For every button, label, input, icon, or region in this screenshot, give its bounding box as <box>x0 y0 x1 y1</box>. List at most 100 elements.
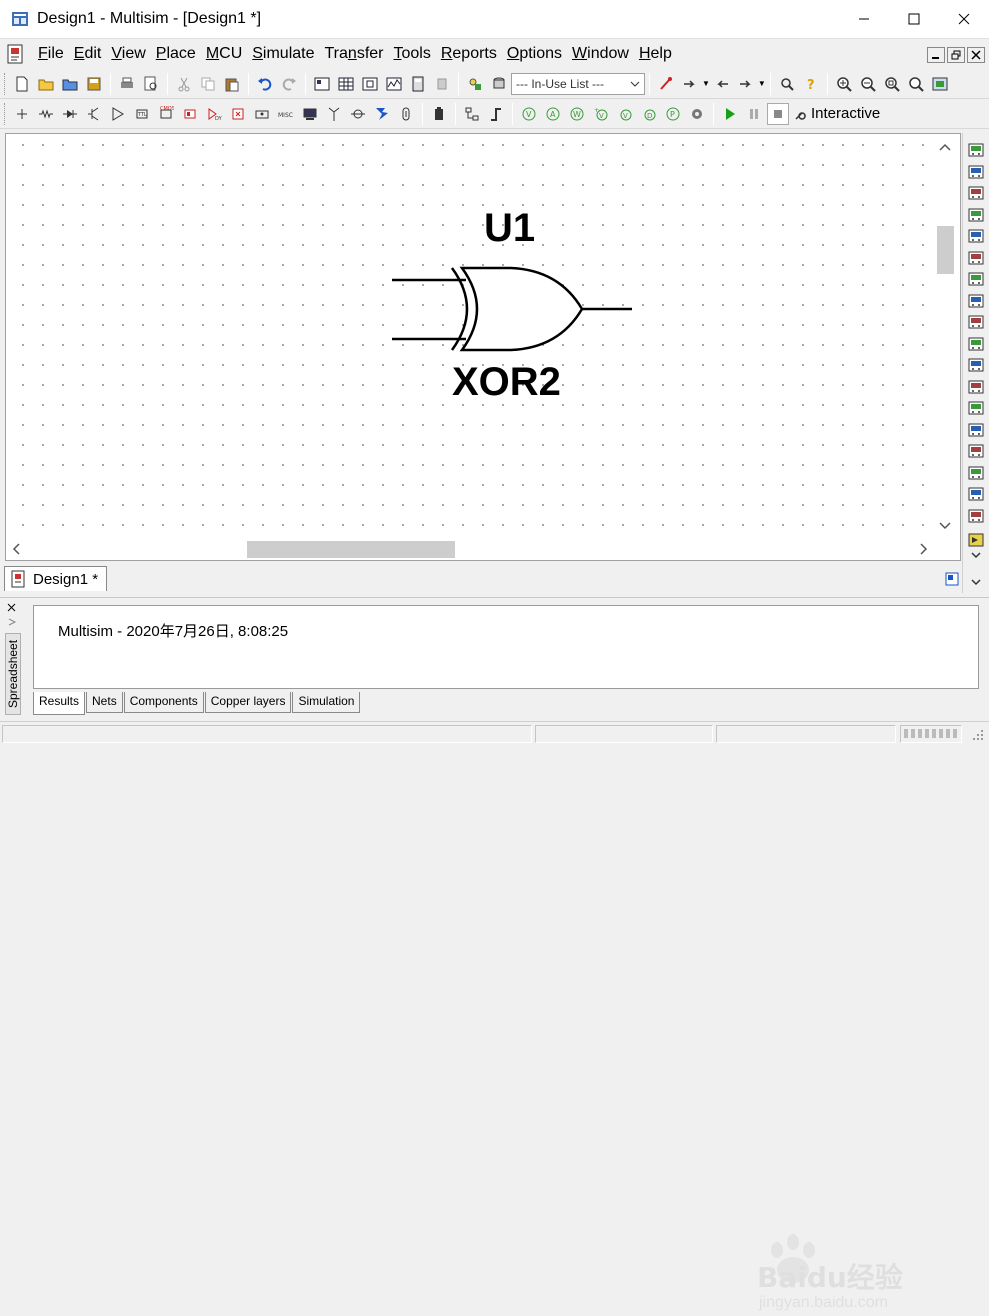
probe-options-button[interactable] <box>686 103 708 125</box>
results-output[interactable]: Multisim - 2020年7月26日, 8:08:25 <box>33 605 979 689</box>
network-analyzer-icon[interactable] <box>968 423 984 437</box>
place-electromechanical-button[interactable] <box>347 103 369 125</box>
place-analog-button[interactable] <box>107 103 129 125</box>
scroll-left-icon[interactable] <box>12 543 20 555</box>
logic-analyzer-icon[interactable] <box>968 337 984 351</box>
print-button[interactable] <box>116 73 138 95</box>
menu-item[interactable]: Edit <box>73 45 102 62</box>
zoom-area-button[interactable] <box>881 73 903 95</box>
transfer-button[interactable] <box>431 73 453 95</box>
close-icon[interactable] <box>7 603 17 613</box>
transfer-pcb-button[interactable] <box>735 73 757 95</box>
in-use-list-select[interactable]: --- In-Use List --- <box>511 72 645 95</box>
function-generator-icon[interactable] <box>968 165 984 179</box>
place-hierarchical-button[interactable] <box>461 103 483 125</box>
gate-part-label[interactable]: XOR2 <box>452 360 561 404</box>
close-button[interactable] <box>939 0 989 38</box>
document-icon[interactable] <box>5 43 27 65</box>
document-tab[interactable]: Design1 * <box>4 566 107 591</box>
open-sample-button[interactable] <box>59 73 81 95</box>
save-button[interactable] <box>83 73 105 95</box>
power-probe-button[interactable]: W <box>566 103 588 125</box>
place-cmos-button[interactable]: CMOS <box>155 103 177 125</box>
chevron-down-icon[interactable] <box>968 578 984 592</box>
chevron-down-icon[interactable] <box>968 551 984 565</box>
run-button[interactable] <box>719 103 741 125</box>
place-transistor-button[interactable] <box>83 103 105 125</box>
menu-item[interactable]: File <box>38 45 64 62</box>
panel-tab[interactable]: Results <box>33 692 86 715</box>
zoom-sheet-button[interactable] <box>905 73 927 95</box>
panel-tab[interactable]: Copper layers <box>204 692 292 713</box>
probe-settings-button[interactable]: P <box>662 103 684 125</box>
paste-button[interactable] <box>221 73 243 95</box>
logic-converter-icon[interactable] <box>968 315 984 329</box>
place-indicator-button[interactable] <box>227 103 249 125</box>
scroll-right-icon[interactable] <box>920 543 928 555</box>
spreadsheet-side-label[interactable]: Spreadsheet <box>5 633 21 715</box>
wattmeter-icon[interactable] <box>968 186 984 200</box>
voltage-reference-probe-button[interactable]: V <box>614 103 636 125</box>
menu-item[interactable]: Tools <box>393 45 431 62</box>
place-mixed-button[interactable]: DY <box>203 103 225 125</box>
database-manager-button[interactable] <box>464 73 486 95</box>
schematic-canvas[interactable]: U1 XOR2 <box>6 134 936 536</box>
voltage-probe-button[interactable]: V <box>518 103 540 125</box>
dropdown-arrow-icon[interactable]: ▼ <box>702 79 710 88</box>
place-power-button[interactable] <box>251 103 273 125</box>
oscilloscope-icon[interactable] <box>968 208 984 222</box>
redo-button[interactable] <box>278 73 300 95</box>
zoom-in-button[interactable] <box>833 73 855 95</box>
place-basic-button[interactable] <box>35 103 57 125</box>
find-examples-button[interactable] <box>776 73 798 95</box>
grapher-button[interactable] <box>383 73 405 95</box>
copy-button[interactable] <box>197 73 219 95</box>
place-source-button[interactable] <box>11 103 33 125</box>
place-ladder-button[interactable] <box>428 103 450 125</box>
tab-options-icon[interactable] <box>945 572 959 586</box>
vertical-scroll-thumb[interactable] <box>937 226 954 274</box>
menu-item[interactable]: Help <box>638 45 672 62</box>
differential-voltage-probe-button[interactable]: V+- <box>590 103 612 125</box>
frequency-counter-icon[interactable] <box>968 272 984 286</box>
place-diode-button[interactable] <box>59 103 81 125</box>
menu-item[interactable]: Window <box>572 45 629 62</box>
new-file-button[interactable] <box>11 73 33 95</box>
stop-button[interactable] <box>767 102 789 125</box>
help-button[interactable]: ? <box>800 73 822 95</box>
postprocessor-button[interactable] <box>407 73 429 95</box>
undo-button[interactable] <box>254 73 276 95</box>
toolbar-grip[interactable] <box>4 102 7 125</box>
menu-item[interactable]: Options <box>506 45 563 62</box>
bode-plotter-icon[interactable] <box>968 251 984 265</box>
menu-item[interactable]: Transfer <box>324 45 384 62</box>
forward-annotate-button[interactable] <box>711 73 733 95</box>
place-misc-digital-button[interactable] <box>179 103 201 125</box>
menu-item[interactable]: Reports <box>440 45 497 62</box>
place-bus-button[interactable] <box>485 103 507 125</box>
xor-gate[interactable] <box>6 134 936 536</box>
menu-item[interactable]: Place <box>155 45 196 62</box>
toolbar-grip[interactable] <box>4 72 7 95</box>
mdi-close-button[interactable] <box>967 47 985 63</box>
iv-analyzer-icon[interactable] <box>968 358 984 372</box>
multimeter-icon[interactable] <box>968 143 984 157</box>
place-ttl-button[interactable]: TTL <box>131 103 153 125</box>
spreadsheet-view-button[interactable] <box>335 73 357 95</box>
labview-instrument-icon[interactable] <box>968 533 984 547</box>
mdi-restore-button[interactable] <box>947 47 965 63</box>
menu-item[interactable]: View <box>111 45 146 62</box>
agilent-multimeter-icon[interactable] <box>968 466 984 480</box>
create-component-button[interactable] <box>488 73 510 95</box>
erc-button[interactable] <box>655 73 677 95</box>
place-advanced-peripherals-button[interactable] <box>299 103 321 125</box>
interactive-mode-button[interactable]: Interactive <box>794 105 880 122</box>
toggle-fullscreen-button[interactable] <box>311 73 333 95</box>
current-probe-button[interactable]: A <box>542 103 564 125</box>
panel-tab[interactable]: Nets <box>86 692 123 713</box>
backannotate-button[interactable] <box>679 73 701 95</box>
pause-button[interactable] <box>743 103 765 125</box>
design-toolbox-button[interactable] <box>359 73 381 95</box>
panel-tab[interactable]: Components <box>123 692 204 713</box>
digital-probe-button[interactable]: D <box>638 103 660 125</box>
